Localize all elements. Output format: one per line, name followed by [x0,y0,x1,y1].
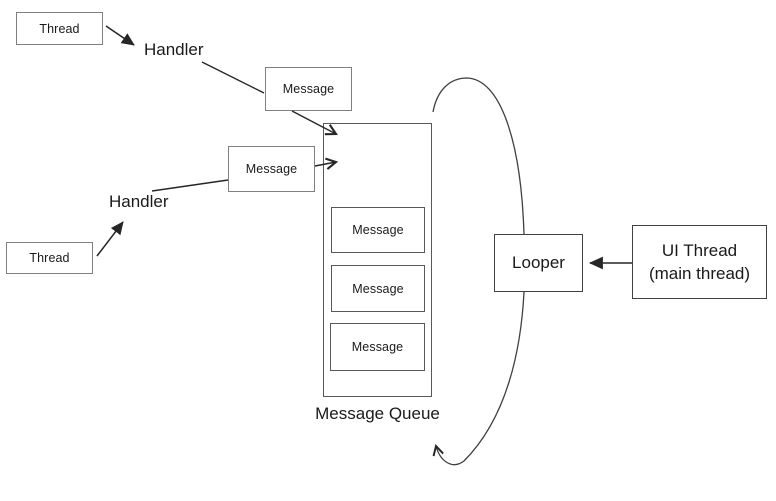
arrow-thread1-to-handler1 [105,25,135,46]
line-handler2-to-message-mid [151,179,229,192]
ui-thread-box: UI Thread (main thread) [632,225,767,299]
loop-arc-bottom [436,291,525,466]
looper-box: Looper [494,234,583,292]
queued-message-2-label: Message [352,281,404,296]
message-box-mid-label: Message [245,162,298,176]
thread-box-2-label: Thread [29,251,70,265]
arrow-thread2-to-handler2 [96,221,124,257]
thread-box-2: Thread [6,242,93,274]
message-queue-caption: Message Queue [315,404,440,423]
thread-box-1: Thread [16,12,103,45]
line-handler1-to-message-top [201,61,265,94]
queued-message-1: Message [331,207,425,253]
message-box-top-label: Message [282,82,335,96]
message-box-top: Message [265,67,352,111]
ui-thread-line1: UI Thread [661,241,738,260]
handler-label-2: Handler [109,192,169,211]
ui-thread-line2: (main thread) [648,264,751,283]
queued-message-2: Message [331,265,425,312]
message-box-mid: Message [228,146,315,192]
loop-arc-top [432,77,525,235]
queued-message-1-label: Message [352,223,404,237]
queued-message-3-label: Message [351,340,404,354]
looper-box-label: Looper [512,253,565,272]
queued-message-3: Message [330,323,425,371]
thread-box-1-label: Thread [39,21,80,36]
handler-label-1: Handler [144,40,204,59]
